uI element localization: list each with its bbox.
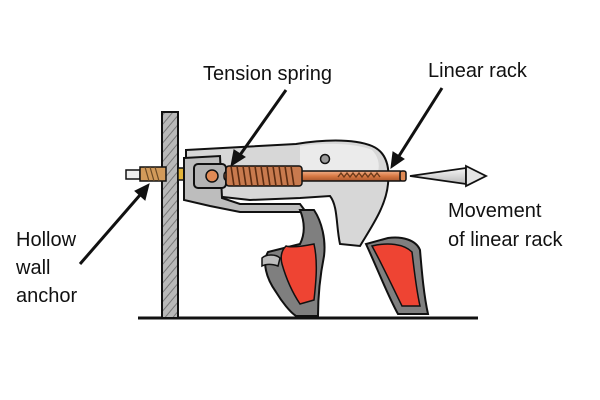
mechanism [193, 163, 407, 189]
label-movement: Movement of linear rack [448, 200, 563, 251]
label-movement-line-1: Movement [448, 200, 542, 222]
label-hollow-line-2: wall [15, 257, 50, 279]
label-movement-line-2: of linear rack [448, 229, 563, 251]
rear-handle-grip [370, 243, 421, 307]
tension-spring-coils [225, 165, 303, 187]
pointer-arrows [78, 87, 444, 265]
wall [161, 111, 179, 319]
linear-rack-arrow-icon [390, 87, 444, 170]
movement-arrow-icon [409, 164, 489, 188]
label-linear-rack: Linear rack [428, 60, 528, 82]
tension-spring-arrow-icon [230, 89, 288, 168]
body-screw [319, 153, 331, 165]
label-tension-spring: Tension spring [203, 63, 332, 85]
label-hollow-line-3: anchor [16, 285, 77, 307]
hollow-wall-anchor-part [125, 166, 191, 182]
rack-teeth [337, 171, 381, 179]
front-handle-grip [280, 243, 318, 305]
hollow-wall-anchor-arrow-icon [78, 183, 150, 265]
label-hollow-wall-anchor: Hollow wall anchor [15, 229, 82, 307]
label-hollow-line-1: Hollow [16, 229, 77, 251]
